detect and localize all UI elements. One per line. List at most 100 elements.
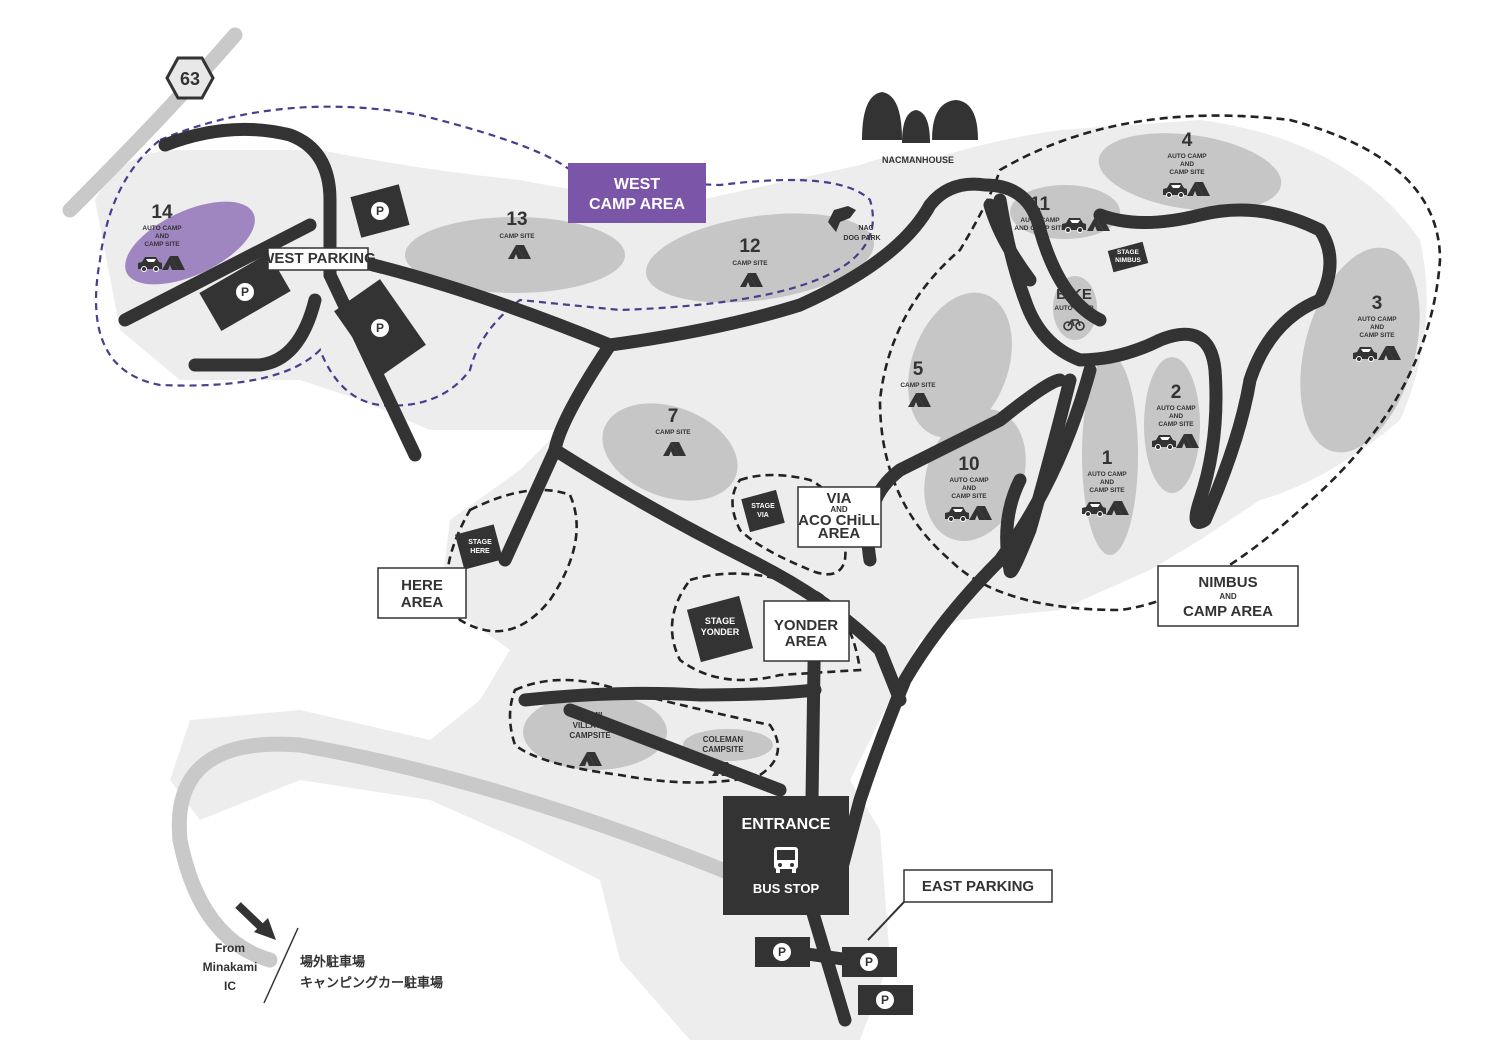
svg-text:CAMP SITE: CAMP SITE: [655, 429, 691, 436]
svg-text:HERE: HERE: [401, 577, 443, 594]
stage-via-label-2: VIA: [757, 512, 769, 519]
svg-text:CAMP SITE: CAMP SITE: [499, 233, 535, 240]
stage-blocks: STAGE HERE STAGE VIA STAGE YONDER STAGE …: [455, 241, 1149, 663]
svg-text:AND: AND: [962, 485, 976, 492]
svg-text:CAMPSITE: CAMPSITE: [702, 745, 744, 754]
svg-text:2: 2: [1171, 382, 1182, 403]
permil-area[interactable]: [523, 694, 667, 770]
svg-text:IC: IC: [224, 979, 236, 993]
parking-east-2[interactable]: [842, 947, 897, 977]
svg-text:CAMP SITE: CAMP SITE: [1359, 332, 1395, 339]
here-area-box[interactable]: HERE AREA: [377, 567, 467, 619]
parking-east-1[interactable]: [755, 937, 810, 967]
stage-nimbus-label-1: STAGE: [1117, 249, 1140, 256]
east-parking-label[interactable]: EAST PARKING: [867, 869, 1053, 941]
via-area-box[interactable]: VIA AND ACO CHiLL AREA: [797, 486, 882, 548]
parking-west-3[interactable]: [334, 279, 426, 377]
svg-text:AREA: AREA: [818, 525, 861, 542]
svg-text:13: 13: [506, 209, 527, 230]
svg-text:CAMP SITE: CAMP SITE: [1169, 169, 1205, 176]
site-5-label: 5 CAMP SITE: [900, 359, 936, 407]
svg-text:4: 4: [1182, 130, 1193, 151]
stage-here-block[interactable]: [455, 524, 503, 570]
parking-east-3[interactable]: [858, 985, 913, 1015]
dog-icon: [828, 206, 856, 232]
camp-site-shapes: [125, 123, 1420, 770]
svg-text:WEST PARKING: WEST PARKING: [260, 250, 376, 267]
site-3-label: 3 AUTO CAMP AND CAMP SITE: [1353, 293, 1401, 362]
svg-text:11: 11: [1030, 194, 1051, 215]
svg-text:VIA: VIA: [826, 490, 851, 507]
parking-west-2[interactable]: [199, 252, 291, 332]
bus-icon: [774, 847, 798, 873]
svg-text:CAMP AREA: CAMP AREA: [589, 196, 685, 213]
stage-here-label-2: HERE: [470, 548, 490, 555]
svg-text:VILLAGE: VILLAGE: [573, 721, 608, 730]
svg-text:AUTO CAMP: AUTO CAMP: [1054, 305, 1094, 312]
svg-text:7: 7: [668, 406, 679, 427]
bike-label: BIKE AUTO CAMP: [1054, 286, 1094, 331]
svg-text:AREA: AREA: [785, 633, 828, 650]
entrance-block[interactable]: ENTRANCE BUS STOP: [723, 796, 849, 915]
svg-text:CAMP AREA: CAMP AREA: [1183, 603, 1273, 620]
west-parking-label[interactable]: WEST PARKING: [260, 247, 376, 271]
svg-text:14: 14: [151, 202, 173, 223]
parking-west-1[interactable]: [350, 184, 410, 238]
stage-nimbus-block[interactable]: [1107, 241, 1149, 273]
stage-via-label-1: STAGE: [751, 503, 775, 510]
entrance-label: ENTRANCE: [742, 816, 831, 833]
svg-text:AUTO CAMP: AUTO CAMP: [142, 225, 182, 232]
offsite-parking-label: 場外駐車場 キャンピングカー駐車場: [300, 954, 443, 991]
svg-text:1: 1: [1102, 448, 1113, 469]
svg-text:BIKE: BIKE: [1056, 286, 1092, 303]
svg-text:AREA: AREA: [401, 594, 444, 611]
from-minakami-label: From Minakami IC: [203, 941, 258, 993]
nacmanhouse-label: NACMANHOUSE: [882, 155, 954, 165]
svg-text:CAMP SITE: CAMP SITE: [1158, 421, 1194, 428]
stage-yonder-block[interactable]: [686, 595, 754, 663]
stage-yonder-label-2: YONDER: [701, 627, 740, 637]
svg-text:AND CAMP SITE: AND CAMP SITE: [1014, 225, 1066, 232]
svg-text:AUTO CAMP: AUTO CAMP: [1020, 217, 1060, 224]
svg-text:EAST PARKING: EAST PARKING: [922, 878, 1034, 895]
yonder-area-box[interactable]: YONDER AREA: [763, 600, 850, 662]
site-11-label: 11 AUTO CAMP AND CAMP SITE: [1014, 194, 1110, 233]
site-4-label: 4 AUTO CAMP AND CAMP SITE: [1163, 130, 1210, 198]
svg-text:12: 12: [739, 236, 760, 257]
svg-text:3: 3: [1372, 293, 1383, 314]
coleman-label: COLEMAN CAMPSITE: [702, 735, 744, 776]
svg-text:YONDER: YONDER: [774, 617, 838, 634]
svg-text:AUTO CAMP: AUTO CAMP: [1087, 471, 1127, 478]
svg-text:5: 5: [913, 359, 924, 380]
nacmanhouse-icon[interactable]: [862, 92, 978, 143]
stage-here-label-1: STAGE: [468, 539, 492, 546]
west-camp-area-badge[interactable]: WEST CAMP AREA: [568, 163, 706, 223]
route-number: 63: [180, 69, 200, 89]
coleman-area[interactable]: [683, 729, 773, 761]
svg-text:AND: AND: [1169, 413, 1183, 420]
site-5-area[interactable]: [889, 278, 1031, 452]
nimbus-area-box[interactable]: NIMBUS AND CAMP AREA: [1157, 565, 1299, 627]
stage-via-block[interactable]: [741, 489, 785, 533]
svg-text:ACO CHiLL: ACO CHiLL: [798, 512, 880, 529]
stage-yonder-label-1: STAGE: [705, 616, 735, 626]
bus-stop-label: BUS STOP: [753, 881, 820, 896]
route-63-badge: 63: [165, 56, 215, 100]
svg-text:AND: AND: [1219, 592, 1237, 601]
svg-text:10: 10: [958, 454, 979, 475]
svg-text:AUTO CAMP: AUTO CAMP: [1156, 405, 1196, 412]
site-2-area[interactable]: [1144, 357, 1200, 493]
stage-nimbus-label-2: NIMBUS: [1115, 257, 1141, 264]
site-4-area[interactable]: [1094, 123, 1287, 222]
svg-text:キャンピングカー駐車場: キャンピングカー駐車場: [300, 975, 443, 991]
svg-text:AND: AND: [1100, 479, 1114, 486]
highway-roads: [62, 27, 743, 968]
svg-text:AND: AND: [155, 233, 169, 240]
svg-text:COLEMAN: COLEMAN: [703, 735, 744, 744]
svg-text:AND: AND: [1370, 324, 1384, 331]
permil-label: PERMIL VILLAGE CAMPSITE: [569, 711, 611, 766]
site-13-label: 13 CAMP SITE: [499, 209, 535, 259]
svg-text:CAMP SITE: CAMP SITE: [732, 260, 768, 267]
svg-text:From: From: [215, 941, 245, 955]
